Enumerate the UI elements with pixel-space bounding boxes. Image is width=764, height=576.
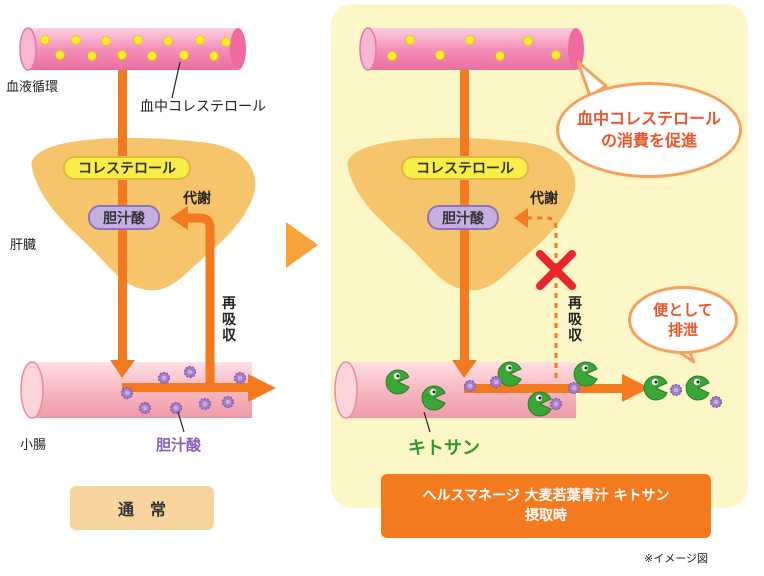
left-liver-label: 肝臓 <box>10 238 37 253</box>
right-caption-text: ヘルスマネージ 大麦若葉青汁 キトサン 摂取時 <box>381 474 711 538</box>
left-blood-cholesterol-dots <box>40 35 231 61</box>
left-blood-vessel <box>28 28 238 70</box>
right-caption-box <box>381 474 711 538</box>
left-bile-acid-box: 胆汁酸 <box>88 205 160 230</box>
left-caption-box <box>70 486 214 530</box>
left-caption-text: 通 常 <box>117 500 166 519</box>
left-reabsorption-label: 再吸収 <box>222 296 236 344</box>
bubble-excretion-line2: 排泄 <box>667 321 698 339</box>
right-blood-vessel <box>368 28 576 70</box>
right-cholesterol-box: コレステロール <box>401 156 529 180</box>
right-arrows <box>452 70 650 402</box>
transition-arrow <box>286 222 318 268</box>
bubble-consumption-line2: の消費を促進 <box>600 131 697 150</box>
footnote: ※イメージ図 <box>644 552 708 565</box>
right-caption-line2: 摂取時 <box>525 508 567 524</box>
left-cholesterol-box: コレステロール <box>63 156 191 180</box>
bubble-excretion: 便として 排泄 <box>628 286 738 354</box>
bubble-excretion-line1: 便として <box>653 301 713 319</box>
bubble-cholesterol-consumption: 血中コレステロール の消費を促進 <box>556 82 742 178</box>
left-arrows <box>110 70 276 402</box>
blocked-x-mark <box>536 250 576 290</box>
left-metabolism-label: 代謝 <box>183 191 211 207</box>
left-blood-circulation-label: 血液循環 <box>6 80 59 95</box>
right-blood-cholesterol-dots <box>387 35 561 61</box>
left-intestine-label: 小腸 <box>20 438 47 453</box>
right-metabolism-label: 代謝 <box>530 191 558 207</box>
chitosan-label: キトサン <box>408 438 480 459</box>
left-blood-cholesterol-label: 血中コレステロール <box>140 99 266 115</box>
bubble-consumption-line1: 血中コレステロール <box>576 109 721 128</box>
right-bile-acid-box: 胆汁酸 <box>427 205 499 230</box>
right-caption-line1: ヘルスマネージ 大麦若葉青汁 キトサン <box>422 488 670 504</box>
left-bile-acid-label: 胆汁酸 <box>156 436 202 454</box>
right-reabsorption-label: 再吸収 <box>568 296 582 344</box>
